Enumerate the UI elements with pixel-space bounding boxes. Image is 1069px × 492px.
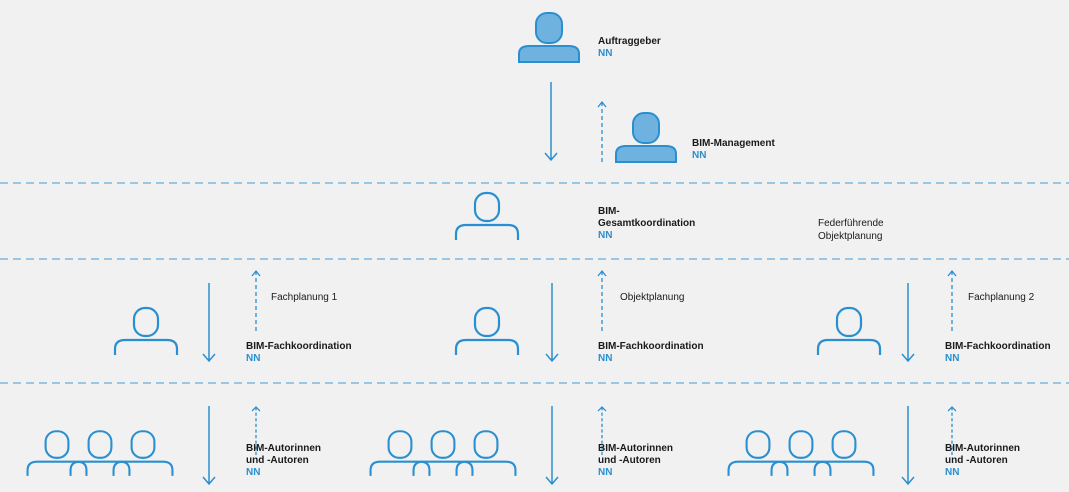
- col3-authors-line1: BIM-Autorinnen: [945, 443, 1020, 454]
- col3-authors-group-icon: [727, 430, 875, 477]
- col1-coord-person-icon: [113, 306, 179, 357]
- col1-authors-line1: BIM-Autorinnen: [246, 443, 321, 454]
- overall-role-line2: Gesamtkoordination: [598, 218, 696, 229]
- management-role: BIM-Management: [692, 138, 775, 149]
- col3-coord-person-icon: [816, 306, 882, 357]
- lead-planning-line1: Federführende: [818, 218, 884, 229]
- client-name: NN: [598, 48, 613, 59]
- management-label: BIM-Management NN: [692, 138, 775, 162]
- col1-authors-line2: und -Autoren: [246, 455, 309, 466]
- col3-authors-label: BIM-Autorinnen und -Autoren NN: [945, 443, 1020, 479]
- col2-coord-label: BIM-Fachkoordination NN: [598, 341, 704, 365]
- col2-authors-label: BIM-Autorinnen und -Autoren NN: [598, 443, 673, 479]
- col2-coord-role: BIM-Fachkoordination: [598, 341, 704, 352]
- col3-authors-line2: und -Autoren: [945, 455, 1008, 466]
- col2-up-arrow: [597, 270, 607, 332]
- col3-coord-role: BIM-Fachkoordination: [945, 341, 1051, 352]
- management-up-arrow: [597, 101, 607, 163]
- col3-up-arrow: [947, 270, 957, 332]
- lead-planning-line2: Objektplanung: [818, 231, 883, 242]
- overall-coordination-person-icon: [454, 191, 520, 242]
- col2-down-arrow-2: [545, 405, 559, 485]
- col1-coord-label: BIM-Fachkoordination NN: [246, 341, 352, 365]
- client-down-arrow: [544, 81, 558, 161]
- col3-coord-name: NN: [945, 353, 960, 364]
- management-name: NN: [692, 150, 707, 161]
- lead-planning-note: Federführende Objektplanung: [818, 217, 884, 243]
- col1-up-arrow: [251, 270, 261, 332]
- col1-planning-label: Fachplanung 1: [271, 292, 338, 303]
- col1-authors-name: NN: [246, 467, 261, 478]
- col2-coord-person-icon: [454, 306, 520, 357]
- overall-name: NN: [598, 230, 613, 241]
- col2-down-arrow: [545, 282, 559, 362]
- client-person-icon: [518, 12, 580, 63]
- overall-coordination-label: BIM- Gesamtkoordination NN: [598, 206, 695, 242]
- col2-planning-label: Objektplanung: [620, 292, 685, 303]
- col2-authors-line1: BIM-Autorinnen: [598, 443, 673, 454]
- management-person-icon: [615, 112, 677, 163]
- overall-role-line1: BIM-: [598, 206, 620, 217]
- col2-authors-line2: und -Autoren: [598, 455, 661, 466]
- col2-authors-name: NN: [598, 467, 613, 478]
- col3-planning-label: Fachplanung 2: [968, 292, 1035, 303]
- col2-authors-group-icon: [369, 430, 517, 477]
- col1-coord-name: NN: [246, 353, 261, 364]
- client-label: Auftraggeber NN: [598, 36, 661, 60]
- col1-authors-label: BIM-Autorinnen und -Autoren NN: [246, 443, 321, 479]
- col3-down-arrow: [901, 282, 915, 362]
- col1-down-arrow: [202, 282, 216, 362]
- col3-authors-name: NN: [945, 467, 960, 478]
- col2-coord-name: NN: [598, 353, 613, 364]
- col1-authors-group-icon: [26, 430, 174, 477]
- col1-down-arrow-2: [202, 405, 216, 485]
- col3-down-arrow-2: [901, 405, 915, 485]
- client-role: Auftraggeber: [598, 36, 661, 47]
- col3-coord-label: BIM-Fachkoordination NN: [945, 341, 1051, 365]
- col1-coord-role: BIM-Fachkoordination: [246, 341, 352, 352]
